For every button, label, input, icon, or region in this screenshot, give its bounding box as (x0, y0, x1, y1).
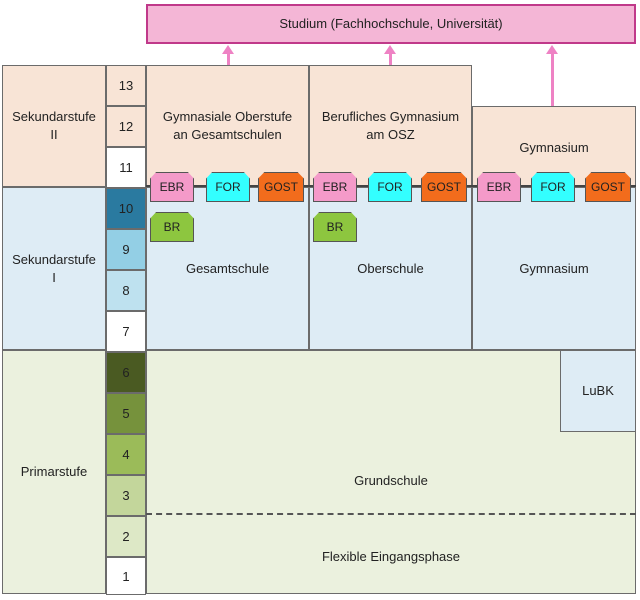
studium-label: Studium (Fachhochschule, Universität) (279, 16, 503, 32)
badge-gost-label: GOST (426, 180, 461, 194)
arrow-head (546, 45, 558, 54)
grade-cell: 13 (106, 65, 146, 106)
grade-cell: 11 (106, 147, 146, 188)
school-gesamtschule: Gesamtschule (146, 187, 309, 350)
badge-for: FOR (368, 172, 412, 202)
school-gymnasium-sek2-label: Gymnasium (519, 140, 589, 155)
school-flex: Flexible Eingangsphase (146, 544, 636, 570)
school-oberschule: Oberschule (309, 187, 472, 350)
school-gesamt-oberstufe: Gymnasiale Oberstufe an Gesamtschulen (146, 65, 309, 187)
school-lubk: LuBK (560, 350, 636, 432)
grade-cell: 6 (106, 352, 146, 393)
grade-cell: 7 (106, 311, 146, 352)
studium-box: Studium (Fachhochschule, Universität) (146, 4, 636, 44)
school-beruf-gymnasium-label: Berufliches Gymnasium am OSZ (321, 109, 460, 142)
arrow-gesamt (222, 45, 234, 65)
badge-ebr: EBR (477, 172, 521, 202)
badge-br: BR (150, 212, 194, 242)
school-lubk-label: LuBK (582, 383, 614, 399)
badge-for-label: FOR (540, 180, 566, 194)
school-gesamtschule-label: Gesamtschule (185, 260, 270, 276)
school-gymnasium-sek1-label: Gymnasium (519, 260, 589, 276)
grade-cell: 12 (106, 106, 146, 147)
school-gesamt-oberstufe-label: Gymnasiale Oberstufe an Gesamtschulen (162, 109, 293, 142)
school-grundschule-area (146, 350, 636, 594)
badge-ebr: EBR (150, 172, 194, 202)
grade-cell: 1 (106, 557, 146, 595)
badge-ebr-label: EBR (322, 180, 348, 194)
level-sek2-label: Sekundarstufe II (12, 109, 96, 142)
arrow-head (222, 45, 234, 54)
badge-gost: GOST (258, 172, 304, 202)
arrow-shaft (388, 54, 392, 65)
level-sek1: Sekundarstufe I (2, 187, 106, 350)
school-grundschule: Grundschule (146, 468, 636, 494)
badge-gost-label: GOST (263, 180, 298, 194)
badge-ebr-label: EBR (159, 180, 185, 194)
grade-cell: 8 (106, 270, 146, 311)
badge-gost: GOST (421, 172, 467, 202)
badge-ebr-label: EBR (486, 180, 512, 194)
grade-cell: 4 (106, 434, 146, 475)
badge-br-label: BR (163, 220, 181, 234)
badge-gost-label: GOST (590, 180, 625, 194)
school-flex-label: Flexible Eingangsphase (321, 549, 461, 565)
arrow-shaft (226, 54, 230, 65)
grade-cell: 3 (106, 475, 146, 516)
badge-br: BR (313, 212, 357, 242)
arrow-gymnasium (546, 45, 558, 106)
school-beruf-gymnasium: Berufliches Gymnasium am OSZ (309, 65, 472, 187)
badge-br-label: BR (326, 220, 344, 234)
grade-cell: 2 (106, 516, 146, 557)
level-primar: Primarstufe (2, 350, 106, 594)
school-oberschule-label: Oberschule (357, 260, 424, 276)
grade-cell: 10 (106, 188, 146, 229)
badge-ebr: EBR (313, 172, 357, 202)
dashed-divider (146, 513, 636, 515)
badge-for: FOR (531, 172, 575, 202)
level-sek2: Sekundarstufe II (2, 65, 106, 187)
badge-gost: GOST (585, 172, 631, 202)
badge-for: FOR (206, 172, 250, 202)
school-gymnasium-sek1: Gymnasium (472, 187, 636, 350)
school-grundschule-label: Grundschule (354, 473, 428, 489)
grade-cell: 5 (106, 393, 146, 434)
arrow-shaft (550, 54, 554, 106)
badge-for-label: FOR (377, 180, 403, 194)
arrow-beruf (384, 45, 396, 65)
arrow-head (384, 45, 396, 54)
grade-cell: 9 (106, 229, 146, 270)
level-primar-label: Primarstufe (20, 464, 88, 480)
level-sek1-label: Sekundarstufe I (12, 251, 96, 285)
badge-for-label: FOR (215, 180, 241, 194)
